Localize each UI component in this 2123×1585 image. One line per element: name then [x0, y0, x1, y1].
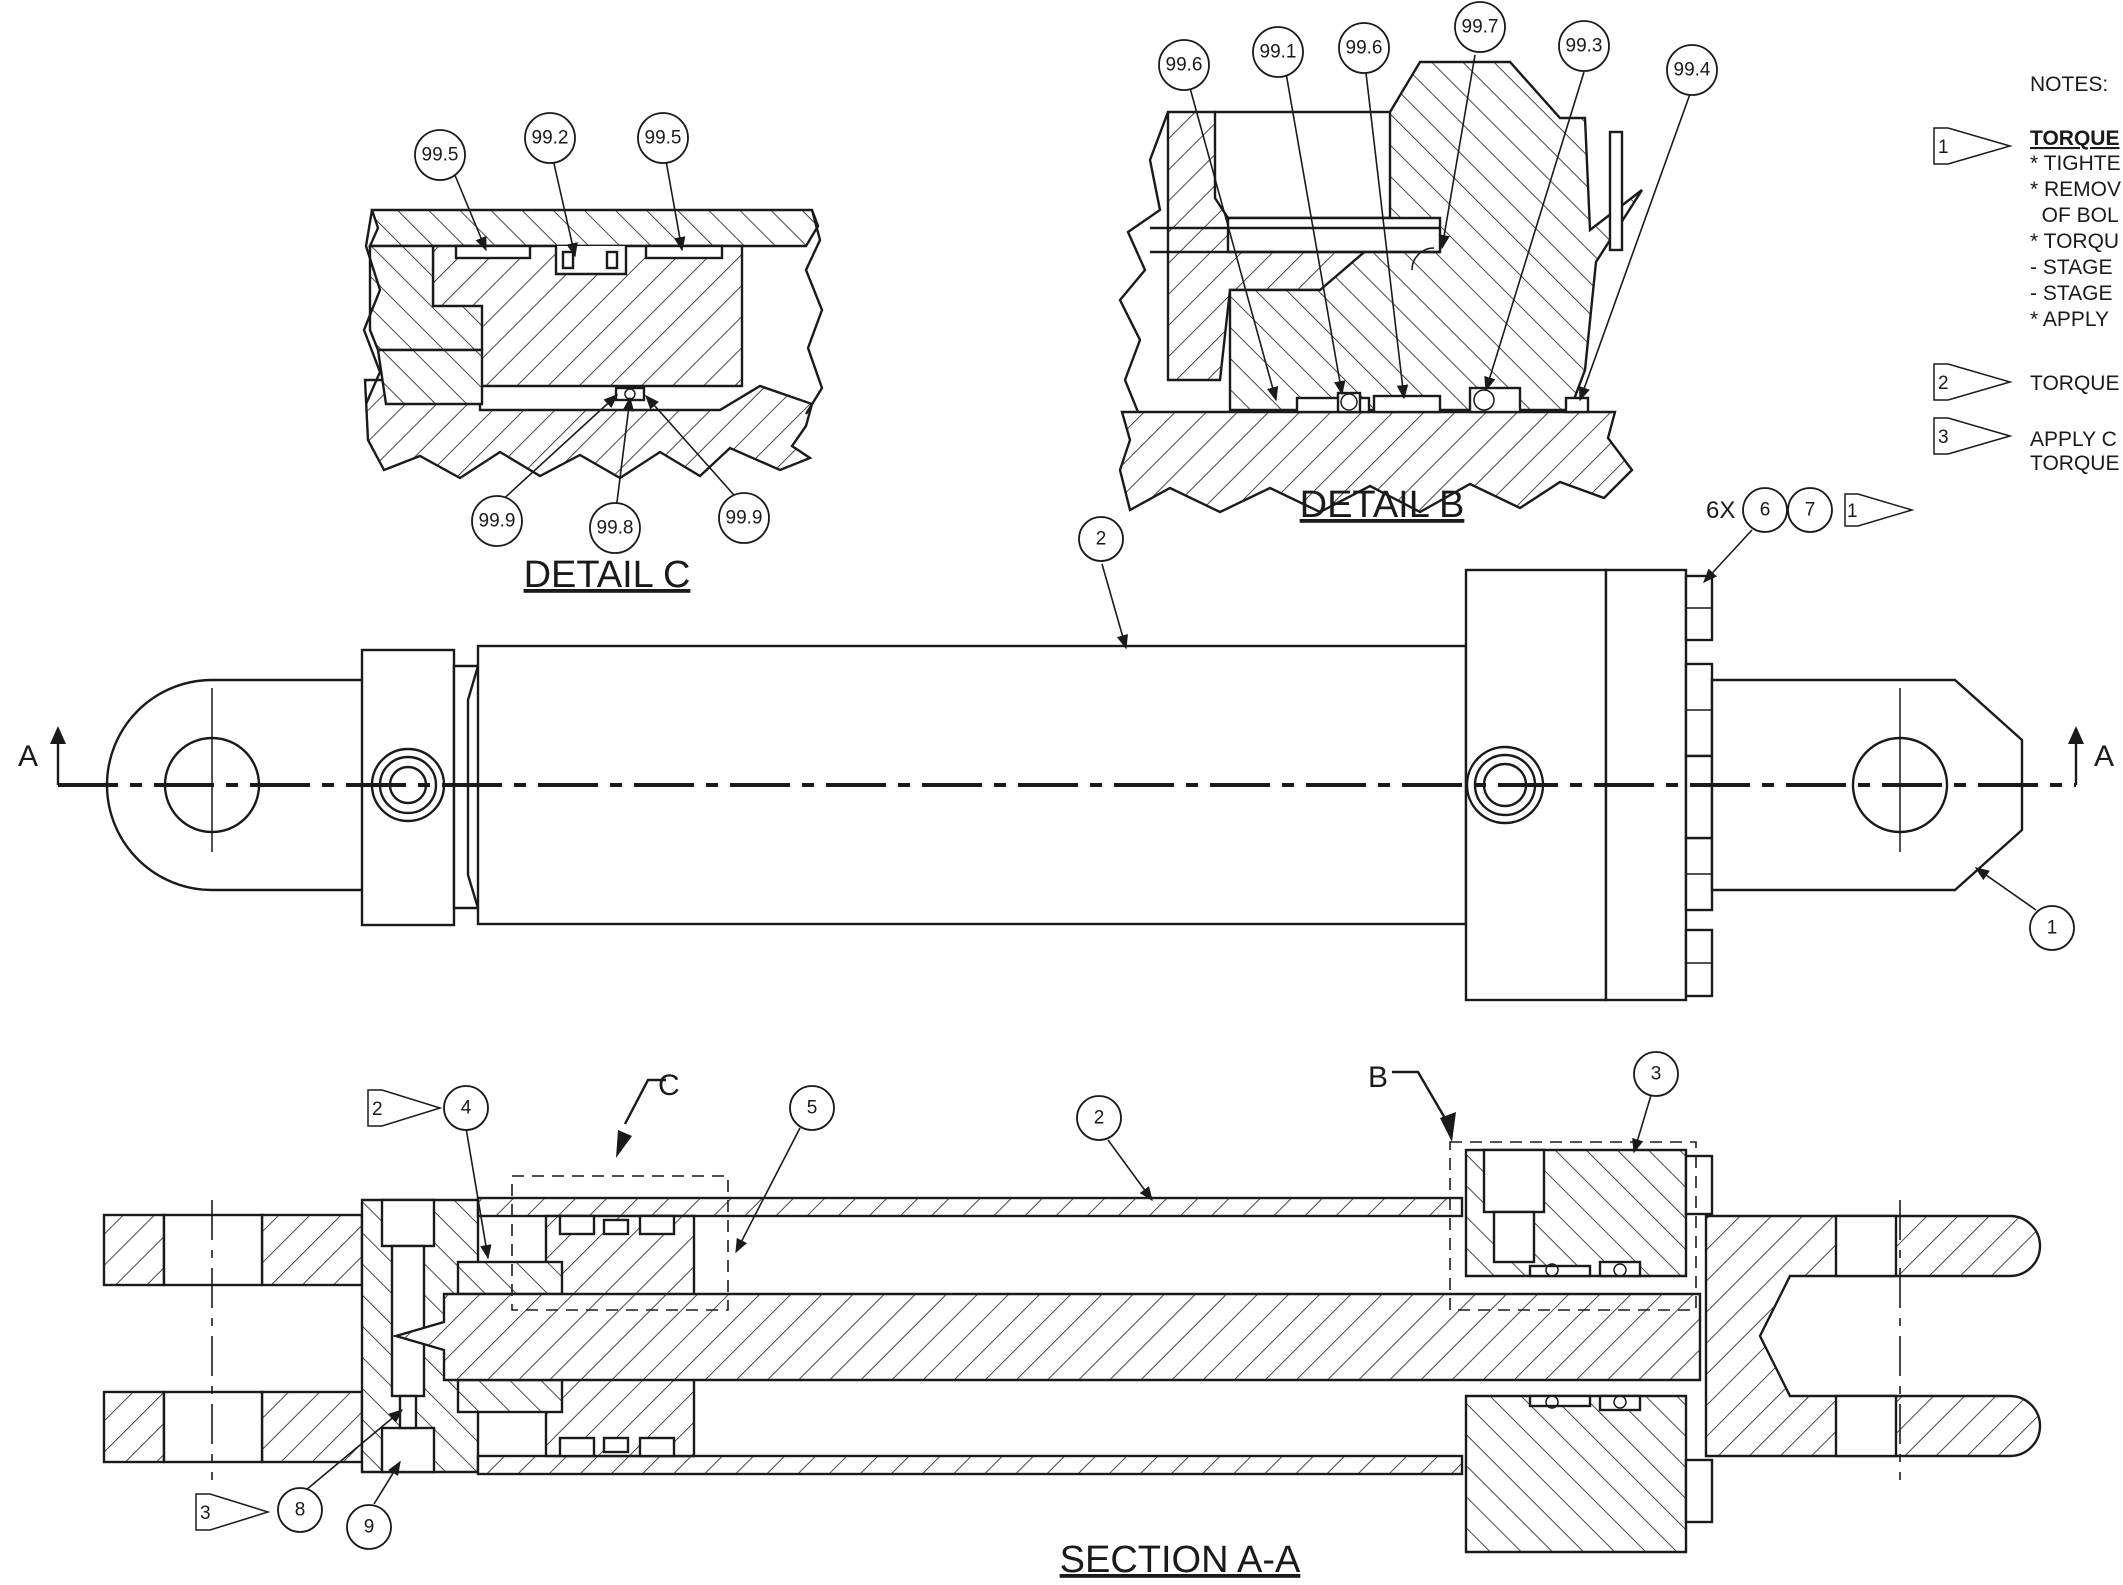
svg-text:3: 3: [1651, 1064, 1662, 1085]
note-flag-3: 3: [1933, 417, 2013, 455]
note-1-line: * APPLY: [2030, 308, 2109, 331]
section-callouts: C B 2 4 5 2 3 3 8 9: [195, 1051, 1679, 1550]
note-flag-2-section: 2: [367, 1089, 443, 1127]
balloon-99-3: 99.3: [1558, 20, 1610, 72]
balloon-99-9-left: 99.9: [471, 495, 523, 547]
detail-b-title: DETAIL B: [1300, 484, 1465, 526]
svg-text:99.1: 99.1: [1260, 42, 1297, 63]
quantity-6x: 6X: [1706, 497, 1735, 524]
detail-c-title: DETAIL C: [524, 554, 691, 596]
svg-text:4: 4: [461, 1098, 472, 1119]
svg-text:5: 5: [807, 1098, 818, 1119]
note-1-line: * REMOV: [2030, 178, 2121, 201]
note-flag-2: 2: [1933, 363, 2013, 401]
balloon-99-8: 99.8: [589, 502, 641, 554]
svg-text:99.8: 99.8: [597, 518, 634, 539]
svg-text:2: 2: [1938, 373, 1949, 394]
note-flag-1-top: 1: [1844, 493, 1915, 527]
note-flag-1: 1: [1933, 127, 2013, 165]
section-view: [102, 1141, 2042, 1554]
balloon-99-4: 99.4: [1666, 44, 1718, 96]
note-1-title: TORQUE: [2030, 127, 2119, 150]
balloon-99-7: 99.7: [1454, 1, 1506, 53]
section-label-a-left: A: [18, 740, 38, 773]
balloon-2-section: 2: [1076, 1095, 1122, 1141]
top-view-callouts: 2 6X 6 7 1 1: [1078, 487, 2075, 951]
balloon-99-6-right: 99.6: [1338, 22, 1390, 74]
svg-text:99.9: 99.9: [726, 508, 763, 529]
section-label-c: C: [658, 1069, 680, 1102]
svg-text:99.7: 99.7: [1462, 17, 1499, 38]
notes-heading: NOTES:: [2030, 73, 2108, 96]
balloon-9: 9: [346, 1504, 392, 1550]
balloon-2-top: 2: [1078, 516, 1124, 562]
detail-c: [362, 208, 824, 480]
section-label-a-right: A: [2094, 740, 2114, 773]
notes-block: NOTES: 1 TORQUE * TIGHTE * REMOV OF BOL …: [1933, 73, 2121, 475]
balloon-8: 8: [277, 1487, 323, 1533]
balloon-99-6-left: 99.6: [1158, 39, 1210, 91]
svg-text:2: 2: [1096, 529, 1107, 550]
balloon-99-9-right: 99.9: [718, 492, 770, 544]
svg-text:3: 3: [1938, 427, 1949, 448]
detail-b-balloons: 99.6 99.1 99.6 99.7 99.3 99.4: [1158, 1, 1718, 96]
note-1-line: * TIGHTE: [2030, 152, 2121, 175]
balloon-99-5-right: 99.5: [637, 112, 689, 164]
svg-text:99.9: 99.9: [479, 511, 516, 532]
balloon-1-rod-end: 1: [2029, 905, 2075, 951]
detail-b-leaders: [1189, 54, 1691, 402]
svg-text:8: 8: [295, 1500, 306, 1521]
balloon-3: 3: [1633, 1051, 1679, 1097]
balloon-7: 7: [1787, 487, 1833, 533]
balloon-99-1: 99.1: [1252, 26, 1304, 78]
detail-c-balloons: 99.5 99.2 99.5 99.9 99.8 99.9: [414, 112, 770, 554]
svg-text:9: 9: [364, 1517, 375, 1538]
svg-text:2: 2: [372, 1099, 383, 1120]
svg-text:99.3: 99.3: [1566, 36, 1603, 57]
detail-c-boundary: [511, 1175, 729, 1311]
svg-text:2: 2: [1094, 1108, 1105, 1129]
note-1-line: - STAGE: [2030, 282, 2112, 305]
note-1-line: OF BOL: [2030, 204, 2119, 227]
balloon-99-5-left: 99.5: [414, 129, 466, 181]
note-2-text: TORQUE: [2030, 372, 2119, 395]
svg-text:6: 6: [1760, 500, 1771, 521]
svg-text:1: 1: [1847, 501, 1858, 522]
section-a-a-title: SECTION A-A: [1060, 1539, 1301, 1581]
svg-text:1: 1: [1938, 137, 1949, 158]
section-arrows: A A: [18, 726, 2114, 785]
note-3-line: TORQUE: [2030, 452, 2119, 475]
detail-b: [1118, 60, 1644, 514]
section-label-b: B: [1368, 1061, 1388, 1094]
note-1-line: - STAGE: [2030, 256, 2112, 279]
detail-b-boundary: [1449, 1141, 1697, 1311]
svg-text:99.4: 99.4: [1674, 60, 1711, 81]
detail-c-leaders: [451, 154, 743, 511]
svg-text:3: 3: [200, 1503, 211, 1524]
svg-text:99.6: 99.6: [1166, 55, 1203, 76]
svg-text:1: 1: [2047, 918, 2058, 939]
svg-text:99.5: 99.5: [645, 128, 682, 149]
svg-text:99.2: 99.2: [532, 128, 569, 149]
balloon-5: 5: [789, 1085, 835, 1131]
note-flag-3-section: 3: [195, 1493, 271, 1531]
balloon-6: 6: [1742, 487, 1788, 533]
svg-text:99.6: 99.6: [1346, 38, 1383, 59]
balloon-4: 4: [443, 1085, 489, 1131]
svg-text:99.5: 99.5: [422, 145, 459, 166]
note-3-line: APPLY C: [2030, 428, 2117, 451]
note-1-line: * TORQU: [2030, 230, 2119, 253]
balloon-99-2: 99.2: [524, 112, 576, 164]
svg-text:7: 7: [1805, 500, 1816, 521]
